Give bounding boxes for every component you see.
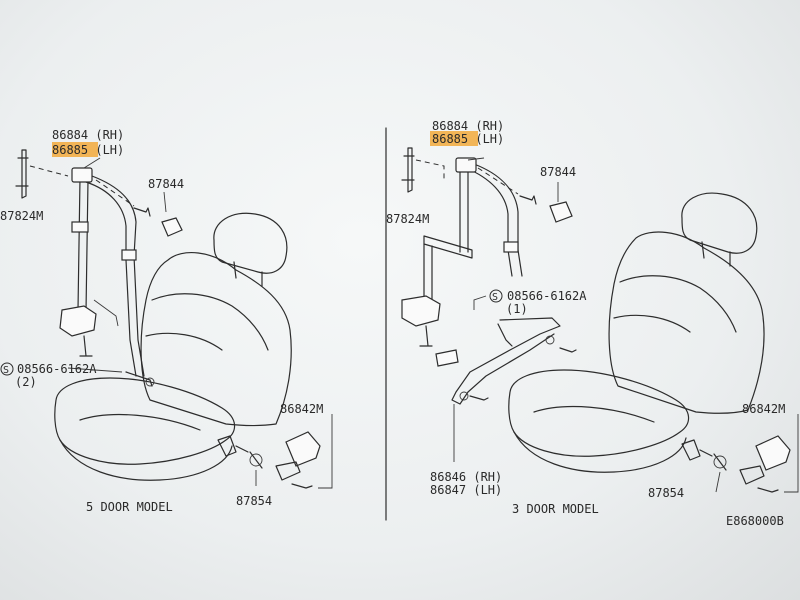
right-label-belt-lh: 86885 (LH) [432, 132, 504, 146]
left-label-buckle: 86842M [280, 402, 323, 416]
left-seat-drawing [15, 149, 333, 489]
s-symbol: S [3, 365, 9, 376]
right-bolt-callout: S 08566-6162A (1) [489, 289, 587, 316]
left-bolt-callout: S 08566-6162A (2) [0, 362, 97, 389]
left-model-caption: 5 DOOR MODEL [86, 500, 173, 514]
right-label-upper-anchor: 87824M [386, 212, 429, 226]
s-circle-icon [489, 289, 503, 303]
diagram-code: E868000B [726, 514, 784, 528]
right-label-bracket-lh: 86847 (LH) [430, 483, 502, 497]
s-symbol: S [492, 292, 498, 303]
right-label-bracket-rh: 86846 (RH) [430, 470, 502, 484]
right-lh-highlight [430, 131, 478, 146]
left-label-bolt: 08566-6162A [17, 362, 97, 376]
left-label-belt-rh: 86884 (RH) [52, 128, 124, 142]
left-label-lower-cover: 87854 [236, 494, 272, 508]
right-seat-drawing [401, 147, 799, 493]
right-label-lower-cover: 87854 [648, 486, 684, 500]
left-lh-highlight [52, 142, 98, 157]
left-label-belt-lh: 86885 (LH) [52, 143, 124, 157]
left-label-upper-anchor: 87824M [0, 209, 43, 223]
right-label-buckle: 86842M [742, 402, 785, 416]
right-label-bolt: 08566-6162A [507, 289, 587, 303]
right-model-caption: 3 DOOR MODEL [512, 502, 599, 516]
right-label-bolt-qty: (1) [506, 302, 528, 316]
s-circle-icon [0, 362, 14, 376]
right-label-belt-rh: 86884 (RH) [432, 119, 504, 133]
left-label-bolt-qty: (2) [15, 375, 37, 389]
right-label-cover: 87844 [540, 165, 576, 179]
left-label-cover: 87844 [148, 177, 184, 191]
